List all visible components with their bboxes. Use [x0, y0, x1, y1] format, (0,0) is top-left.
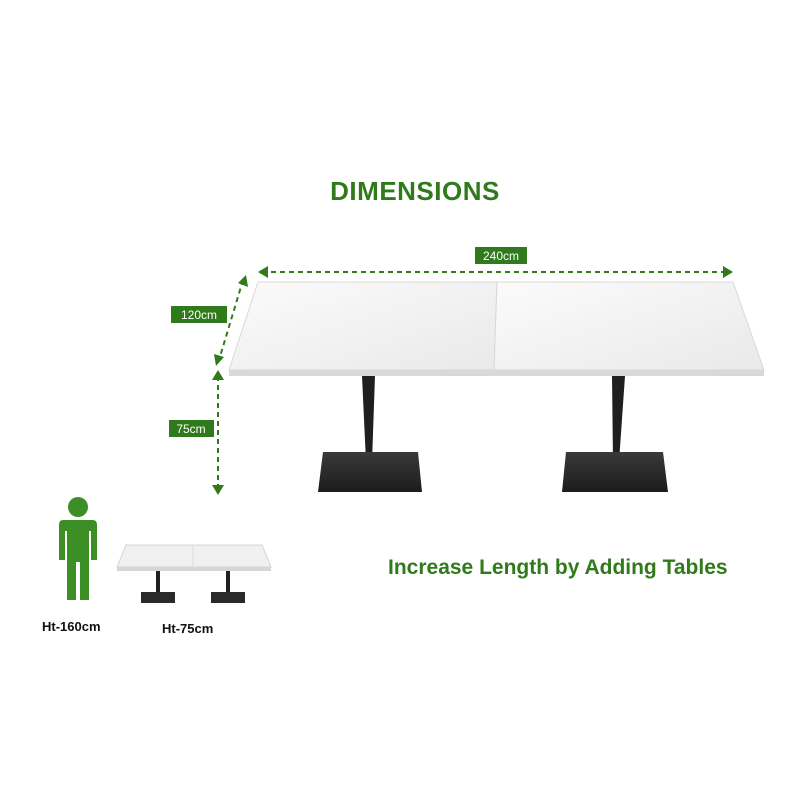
height-arrow-bottom	[212, 485, 224, 495]
table-base-left	[318, 452, 422, 492]
increase-length-caption: Increase Length by Adding Tables	[388, 556, 728, 579]
height-label: 75cm	[169, 420, 214, 437]
width-arrow-bottom	[214, 354, 224, 366]
length-label: 240cm	[475, 247, 527, 264]
height-label-text: 75cm	[176, 422, 205, 436]
main-table	[228, 281, 765, 492]
table-top-edge	[229, 370, 764, 376]
table-top-left-half	[228, 281, 498, 371]
width-arrow-top	[238, 275, 248, 287]
table-top-right-half	[493, 281, 765, 371]
table-height-label: Ht-75cm	[162, 621, 214, 636]
width-label-text: 120cm	[181, 308, 217, 322]
length-arrow-left	[258, 266, 268, 278]
table-leg-right	[612, 376, 625, 462]
width-dimension-line	[218, 279, 244, 361]
height-arrow-top	[212, 370, 224, 380]
width-label: 120cm	[171, 306, 227, 323]
table-base-right	[562, 452, 668, 492]
person-height-label: Ht-160cm	[42, 619, 101, 634]
person-icon	[59, 497, 97, 600]
table-leg-left	[362, 376, 375, 462]
length-arrow-right	[723, 266, 733, 278]
dimensions-title: DIMENSIONS	[330, 176, 500, 206]
small-table-icon	[116, 544, 272, 603]
length-label-text: 240cm	[483, 249, 519, 263]
